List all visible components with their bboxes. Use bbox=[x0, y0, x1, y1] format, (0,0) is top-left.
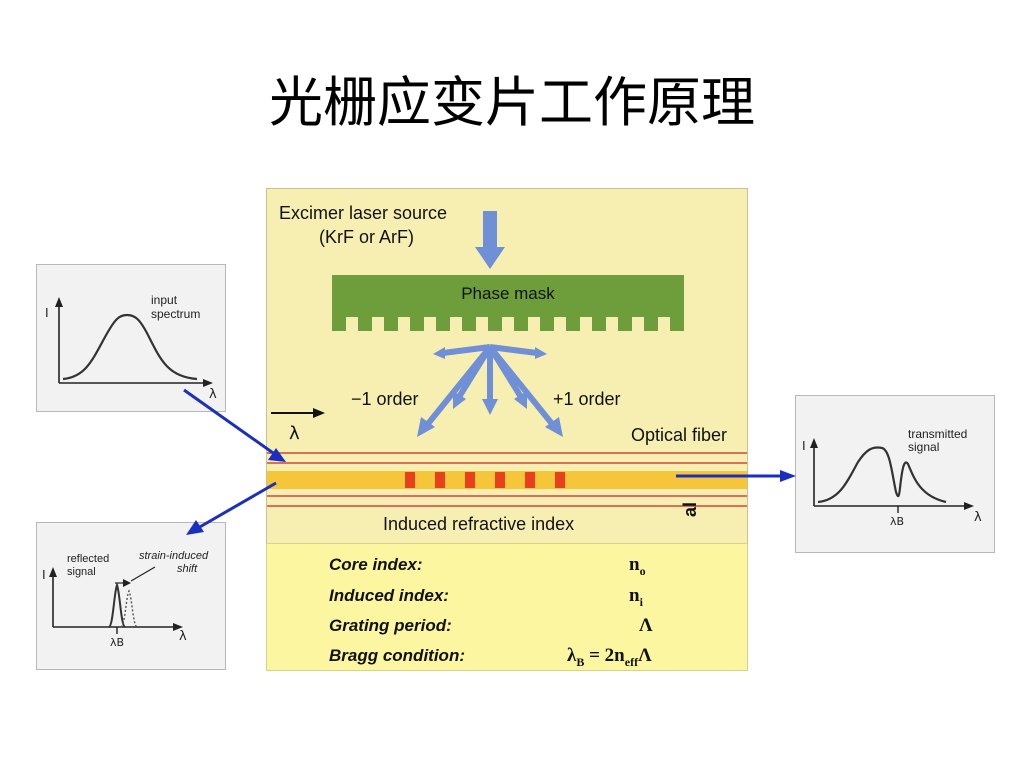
input-y-axis-label: I bbox=[45, 305, 49, 320]
transmitted-signal-panel: transmitted signal I λ λB bbox=[795, 395, 995, 553]
laser-beam-shaft bbox=[483, 211, 497, 249]
reflected-signal-plot bbox=[49, 566, 183, 634]
x-axis-arrowhead bbox=[203, 379, 213, 387]
input-spectrum-plot bbox=[55, 297, 213, 387]
transmitted-label-line2: signal bbox=[908, 440, 940, 454]
reflected-x-axis-label: λ bbox=[179, 629, 187, 644]
input-spectrum-panel: input spectrum I λ bbox=[36, 264, 226, 412]
optical-fiber-label: Optical fiber bbox=[631, 425, 728, 445]
induced-index-value: ni bbox=[629, 585, 643, 609]
grating-period-key: Grating period: bbox=[329, 616, 452, 635]
reflected-signal-panel: reflected signal strain-induced shift I … bbox=[36, 522, 226, 670]
core-index-key: Core index: bbox=[329, 555, 423, 574]
y-axis-arrowhead bbox=[49, 567, 57, 577]
phase-mask: Phase mask bbox=[332, 275, 684, 317]
bragg-condition-key: Bragg condition: bbox=[329, 646, 465, 665]
grating-period-value: Λ bbox=[639, 615, 653, 636]
cut-off-text: al bbox=[680, 501, 700, 517]
input-label-line1: input bbox=[151, 293, 178, 307]
fiber-to-transmitted-arrowhead bbox=[780, 470, 796, 482]
input-x-axis-label: λ bbox=[209, 387, 217, 402]
slide-title: 光栅应变片工作原理 bbox=[269, 71, 755, 134]
shift-arrowhead bbox=[123, 579, 131, 587]
lambda-label: λ bbox=[289, 423, 300, 444]
fiber-grating-diagram: Excimer laser source (KrF or ArF) bbox=[266, 188, 748, 545]
strain-shift-line1: strain-induced bbox=[139, 550, 209, 562]
transmitted-label-line1: transmitted bbox=[908, 427, 968, 441]
laser-source-line2: (KrF or ArF) bbox=[319, 227, 414, 247]
grating-parameters-box: Core index: no Induced index: ni Grating… bbox=[266, 543, 748, 671]
grating-fringes bbox=[405, 472, 565, 488]
input-label-line2: spectrum bbox=[151, 307, 201, 321]
bragg-condition-value: λB = 2neffΛ bbox=[567, 645, 652, 669]
transmitted-bragg-label: λB bbox=[890, 515, 905, 528]
reflected-y-axis-label: I bbox=[42, 567, 46, 582]
reflected-label-line1: reflected bbox=[67, 553, 110, 565]
reflected-bragg-label: λB bbox=[110, 636, 125, 649]
transmitted-curve bbox=[817, 446, 947, 504]
shift-pointer bbox=[130, 566, 156, 582]
transmitted-x-axis-label: λ bbox=[974, 510, 982, 525]
phase-mask-label: Phase mask bbox=[461, 284, 555, 303]
laser-source-line1: Excimer laser source bbox=[279, 203, 448, 223]
y-axis-arrowhead bbox=[810, 438, 818, 448]
reflected-peak bbox=[108, 582, 126, 628]
strain-shift-line2: shift bbox=[177, 563, 198, 575]
input-spectrum-curve bbox=[62, 313, 198, 381]
y-axis-arrowhead bbox=[55, 297, 63, 307]
transmitted-y-axis-label: I bbox=[802, 438, 806, 453]
laser-beam-arrowhead bbox=[475, 247, 505, 269]
shifted-peak bbox=[120, 589, 138, 628]
core-index-value: no bbox=[629, 554, 646, 578]
plus-one-order: +1 order bbox=[553, 389, 621, 409]
transmitted-signal-plot bbox=[810, 438, 974, 513]
lambda-arrowhead bbox=[313, 408, 325, 418]
phase-mask-teeth bbox=[332, 317, 684, 331]
x-axis-arrowhead bbox=[173, 623, 183, 631]
diffraction-beams bbox=[424, 344, 556, 427]
diffraction-arrowheads bbox=[417, 347, 563, 437]
induced-index-key: Induced index: bbox=[329, 586, 449, 605]
x-axis-arrowhead bbox=[964, 502, 974, 510]
induced-index-label: Induced refractive index bbox=[383, 514, 575, 534]
reflected-label-line2: signal bbox=[67, 566, 96, 578]
minus-one-order: −1 order bbox=[351, 389, 419, 409]
fiber-core bbox=[267, 471, 747, 489]
diagram-graphics bbox=[267, 211, 747, 507]
